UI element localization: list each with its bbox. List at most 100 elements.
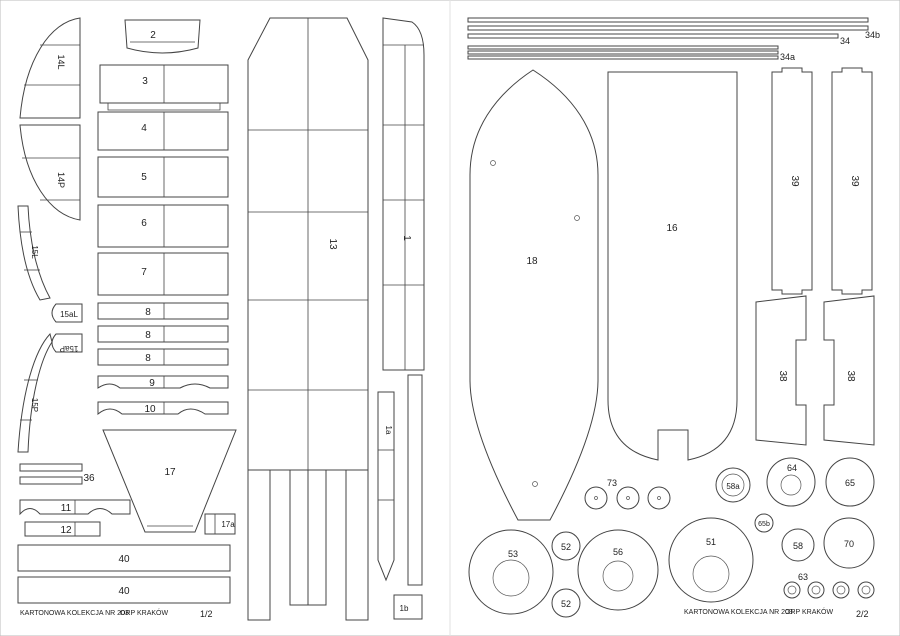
part-36: 36 xyxy=(19,463,95,485)
part-52a: 52 xyxy=(551,531,581,561)
part-15p: 15P xyxy=(17,332,53,453)
label-7: 7 xyxy=(141,267,147,278)
part-16: 16 xyxy=(607,71,738,461)
part-8b: 8 xyxy=(97,325,229,343)
label-58a: 58a xyxy=(726,482,740,491)
label-5: 5 xyxy=(141,172,147,183)
label-51: 51 xyxy=(706,537,716,547)
label-10: 10 xyxy=(144,404,156,415)
label-53: 53 xyxy=(508,549,518,559)
part-40a: 40 xyxy=(17,544,231,572)
label-40a: 40 xyxy=(118,554,130,565)
label-34b: 34b xyxy=(865,30,880,40)
part-39a: 39 xyxy=(771,67,813,295)
part-3: 3 xyxy=(99,64,229,111)
part-63: 63 xyxy=(783,572,875,599)
part-56: 56 xyxy=(577,529,659,611)
part-12: 12 xyxy=(24,521,101,537)
part-15l: 15L xyxy=(17,205,51,301)
part-58: 58 xyxy=(781,528,815,562)
label-40b: 40 xyxy=(118,586,130,597)
label-52b: 52 xyxy=(561,599,571,609)
part-52b: 52 xyxy=(551,588,581,618)
label-36: 36 xyxy=(83,473,95,484)
part-8c: 8 xyxy=(97,348,229,366)
part-38a: 38 xyxy=(755,295,807,446)
part-17a: 17a xyxy=(204,513,236,535)
label-15p: 15P xyxy=(30,398,39,412)
part-4: 4 xyxy=(97,111,229,151)
part-8a: 8 xyxy=(97,302,229,320)
label-18: 18 xyxy=(526,256,538,267)
part-14p: 14P xyxy=(19,124,81,221)
part-39b: 39 xyxy=(831,67,873,295)
label-14l: 14L xyxy=(56,54,66,69)
label-39a: 39 xyxy=(789,175,800,187)
sheet1-page: 1/2 xyxy=(200,609,213,619)
label-1b: 1b xyxy=(400,604,409,613)
part-10: 10 xyxy=(97,401,229,416)
label-1: 1 xyxy=(401,235,412,241)
part-34: 34 xyxy=(467,33,850,46)
part-34b: 34b xyxy=(467,17,880,40)
label-11: 11 xyxy=(61,503,72,514)
label-39b: 39 xyxy=(849,175,860,187)
label-34: 34 xyxy=(840,36,850,46)
label-56: 56 xyxy=(613,547,623,557)
label-8c: 8 xyxy=(145,353,151,364)
part-64: 64 xyxy=(766,457,816,507)
label-17a: 17a xyxy=(221,520,235,529)
part-58a: 58a xyxy=(715,467,751,503)
part-38b: 38 xyxy=(823,295,875,446)
part-7: 7 xyxy=(97,252,229,296)
label-13: 13 xyxy=(327,238,338,250)
label-2: 2 xyxy=(150,30,156,41)
part-2: 2 xyxy=(124,19,201,54)
label-15ap: 15aP xyxy=(60,344,79,353)
part-5: 5 xyxy=(97,156,229,198)
label-17: 17 xyxy=(164,467,176,478)
part-1: 1 xyxy=(382,17,425,371)
label-14p: 14P xyxy=(56,172,66,188)
part-17: 17 xyxy=(102,429,237,533)
part-73: 73 xyxy=(584,478,671,510)
label-16: 16 xyxy=(666,223,678,234)
label-15al: 15aL xyxy=(60,310,78,319)
label-38a: 38 xyxy=(777,370,788,382)
label-65b: 65b xyxy=(758,521,770,528)
part-15ap: 15aP xyxy=(51,333,83,353)
label-8a: 8 xyxy=(145,307,151,318)
label-3: 3 xyxy=(142,76,148,87)
label-15l: 15L xyxy=(30,245,39,259)
label-4: 4 xyxy=(141,123,147,134)
label-64: 64 xyxy=(787,463,797,473)
part-70: 70 xyxy=(823,517,875,569)
label-9: 9 xyxy=(149,378,155,389)
part-11: 11 xyxy=(19,499,131,516)
part-65: 65 xyxy=(825,457,875,507)
label-70: 70 xyxy=(844,539,854,549)
label-34a: 34a xyxy=(780,52,795,62)
part-6: 6 xyxy=(97,204,229,248)
label-52a: 52 xyxy=(561,542,571,552)
sheet1-model: ORP KRAKÓW xyxy=(120,608,168,617)
part-strip xyxy=(407,374,423,586)
part-13: 13 xyxy=(247,17,369,621)
part-15al: 15aL xyxy=(51,303,83,323)
part-1a: 1a xyxy=(377,391,395,582)
sheet2-page: 2/2 xyxy=(856,609,869,619)
label-8b: 8 xyxy=(145,330,151,341)
sheet2-caption: KARTONOWA KOLEKCJA NR 203 xyxy=(684,609,793,616)
part-34a: 34a xyxy=(467,45,795,62)
part-9: 9 xyxy=(97,375,229,389)
label-63: 63 xyxy=(798,572,808,582)
part-65b: 65b xyxy=(754,513,774,533)
label-58: 58 xyxy=(793,541,803,551)
part-53: 53 xyxy=(468,529,554,615)
label-6: 6 xyxy=(141,218,147,229)
part-40b: 40 xyxy=(17,576,231,604)
label-12: 12 xyxy=(60,525,72,536)
sheet1-caption: KARTONOWA KOLEKCJA NR 203 xyxy=(20,610,129,617)
part-1b: 1b xyxy=(393,594,423,620)
